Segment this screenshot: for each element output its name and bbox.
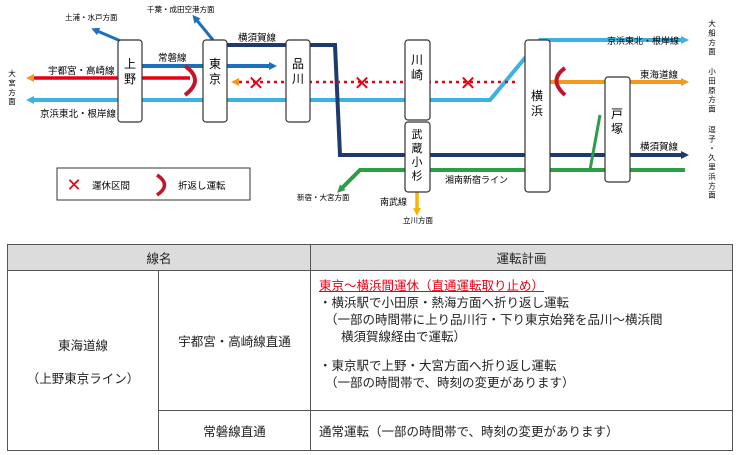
station-tokyo-box — [202, 39, 228, 123]
dir-chiba-narita: 千葉・成田空港方面 — [147, 4, 215, 14]
station-totsuka: 戸塚 — [611, 107, 623, 136]
suspended-x-2: ✕ — [354, 71, 371, 95]
line-name-cell: 東海道線 （上野東京ライン） — [7, 270, 159, 451]
legend-box — [56, 167, 251, 201]
station-yokohama: 横浜 — [531, 89, 543, 118]
row-label-joban: 常磐線直通 — [157, 410, 312, 451]
label-shonan: 湘南新宿ライン — [445, 174, 508, 186]
plan-joban: 通常運転（一部の時間帯で、時刻の変更があります） — [310, 410, 733, 451]
label-utsunomiya: 宇都宮・高崎線 — [48, 65, 115, 77]
keihin-line-main — [26, 38, 685, 104]
turnback-tokyo — [183, 64, 197, 97]
dir-odawara: 小田原方面 — [708, 67, 716, 114]
station-kawasaki: 川崎 — [411, 53, 423, 82]
plan-item-1: ・横浜駅で小田原・熱海方面へ折り返し運転 — [319, 295, 570, 310]
label-joban: 常磐線 — [158, 52, 187, 64]
yokosuka-line — [213, 43, 689, 159]
station-ueno: 上野 — [124, 57, 136, 86]
header-plan: 運転計画 — [310, 244, 733, 271]
legend-suspended: 運休区間 — [92, 180, 130, 192]
turnback-yokohama — [554, 66, 567, 97]
dir-ofuna: 大船方面 — [708, 18, 716, 56]
label-yokosuka-right: 横須賀線 — [640, 141, 679, 153]
legend-turnback-icon — [155, 173, 167, 197]
station-kawasaki-box — [404, 39, 431, 121]
station-tokyo: 東京 — [209, 57, 221, 86]
shonan-shinjuku-line — [337, 168, 685, 193]
station-yokohama-box — [524, 39, 551, 193]
label-keihin-right: 京浜東北・根岸線 — [607, 35, 679, 47]
header-line-name: 線名 — [6, 244, 312, 271]
plan-item-2-note: （一部の時間帯で、時刻の変更があります） — [325, 375, 575, 390]
label-yokosuka-top: 横須賀線 — [238, 32, 277, 44]
shonan-totsuka-link — [588, 114, 602, 171]
legend-turnback: 折返し運転 — [178, 180, 226, 192]
station-ueno-box — [117, 39, 143, 123]
station-shinagawa: 品川 — [292, 57, 304, 86]
dir-zushi-kurihama: 逗子・久里浜方面 — [708, 125, 716, 200]
label-nambu: 南武線 — [380, 196, 407, 208]
route-diagram: ✕ ✕ ✕ 上野 東京 品川 川崎 武蔵小杉 横浜 戸塚 常磐線 横須賀線 宇都… — [8, 4, 716, 225]
plan-utsunomiya: 東京～横浜間運休（直通運転取り止め） ・横浜駅で小田原・熱海方面へ折り返し運転 … — [310, 270, 733, 411]
legend-x-icon: ✕ — [66, 175, 81, 196]
suspended-x-1: ✕ — [248, 71, 265, 95]
line-name-sub: （上野東京ライン） — [26, 370, 140, 386]
line-name: 東海道線 — [57, 337, 108, 353]
dir-shinjuku-omiya: 新宿・大宮方面 — [297, 192, 350, 202]
station-shinagawa-box — [285, 39, 311, 123]
dir-omiya: 大宮方面 — [8, 68, 16, 106]
label-keihin-left: 京浜東北・根岸線 — [40, 108, 117, 120]
station-musashikosugi: 武蔵小杉 — [412, 128, 423, 182]
plan-item-1-note-a: （一部の時間帯に上り品川行・下り東京始発を品川～横浜間 — [325, 312, 663, 327]
station-musashikosugi-box — [404, 121, 431, 193]
station-totsuka-box — [604, 76, 631, 183]
plan-item-2: ・東京駅で上野・大宮方面へ折り返し運転 — [319, 358, 557, 373]
operation-plan-table: 線名 運転計画 東海道線 （上野東京ライン） 宇都宮・高崎線直通 東京～横浜間運… — [6, 244, 733, 451]
dir-tsuchiura-mito: 土浦・水戸方面 — [65, 12, 118, 22]
row-label-utsunomiya: 宇都宮・高崎線直通 — [157, 270, 312, 411]
plan-item-1-note-b: 横須賀線経由で運転） — [341, 329, 467, 344]
to-chiba-arrow — [192, 14, 215, 41]
label-tokaido: 東海道線 — [640, 69, 679, 81]
suspended-x-3: ✕ — [460, 71, 477, 95]
plan-headline: 東京～横浜間運休（直通運転取り止め） — [319, 278, 545, 293]
dir-tachikawa: 立川方面 — [403, 215, 433, 225]
